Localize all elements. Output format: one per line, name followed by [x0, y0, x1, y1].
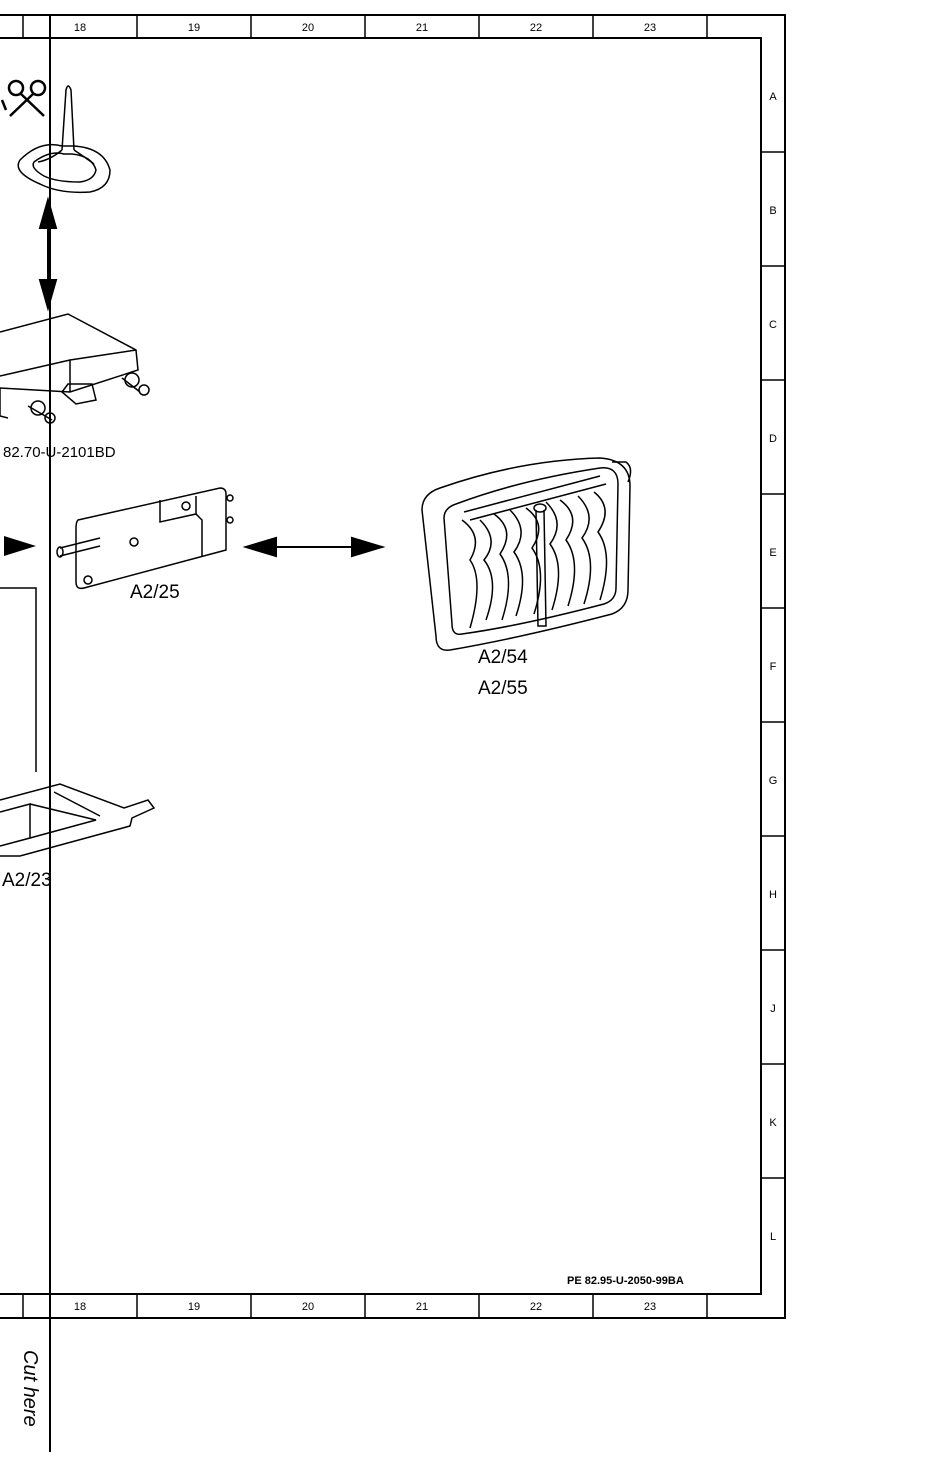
column-dividers: [22, 15, 708, 1318]
row-label: D: [769, 433, 777, 445]
row-label: H: [769, 889, 777, 901]
vertical-double-arrow: [38, 196, 58, 312]
column-label: 22: [530, 1301, 542, 1313]
column-label: 20: [302, 22, 314, 34]
cut-here-label: Cut here: [19, 1350, 41, 1427]
a2-55-label: A2/55: [478, 678, 528, 699]
row-label: L: [770, 1231, 776, 1243]
a2-54-label: A2/54: [478, 647, 528, 668]
column-label: 20: [302, 1301, 314, 1313]
row-label: B: [769, 205, 776, 217]
a2-25-label: A2/25: [130, 582, 180, 603]
column-labels-bottom: 18 19 20 21 22 23: [74, 1301, 656, 1313]
row-label: G: [769, 775, 778, 787]
row-label: E: [769, 547, 776, 559]
column-label: 18: [74, 22, 86, 34]
left-arrowhead: [4, 536, 36, 556]
column-label: 19: [188, 1301, 200, 1313]
column-label: 23: [644, 22, 656, 34]
column-label: 19: [188, 22, 200, 34]
scissors-icon: [0, 79, 47, 117]
antenna-part: [17, 85, 111, 194]
a2-23-part: [0, 783, 156, 857]
row-label: A: [769, 91, 777, 103]
column-label: 21: [416, 22, 428, 34]
column-labels-top: 18 19 20 21 22 23: [74, 22, 656, 34]
column-label: 23: [644, 1301, 656, 1313]
row-labels: A B C D E F G H J K L: [769, 91, 778, 1243]
a2-23-label: A2/23: [2, 870, 52, 891]
row-label: K: [769, 1117, 777, 1129]
row-label: F: [770, 661, 777, 673]
a2-25-part: [56, 487, 234, 590]
column-label: 21: [416, 1301, 428, 1313]
wire-line: [0, 587, 37, 772]
a2-54-55-part: [421, 457, 632, 651]
sheet-frame: [0, 14, 786, 1319]
row-label: J: [770, 1003, 776, 1015]
control-unit-part: [0, 313, 150, 424]
column-label: 22: [530, 22, 542, 34]
row-label: C: [769, 319, 777, 331]
horizontal-double-arrow: [242, 536, 386, 558]
sheet-reference: PE 82.95-U-2050-99BA: [567, 1275, 684, 1287]
row-dividers: [761, 151, 785, 1179]
column-label: 18: [74, 1301, 86, 1313]
component-code-label: 82.70-U-2101BD: [3, 444, 116, 461]
